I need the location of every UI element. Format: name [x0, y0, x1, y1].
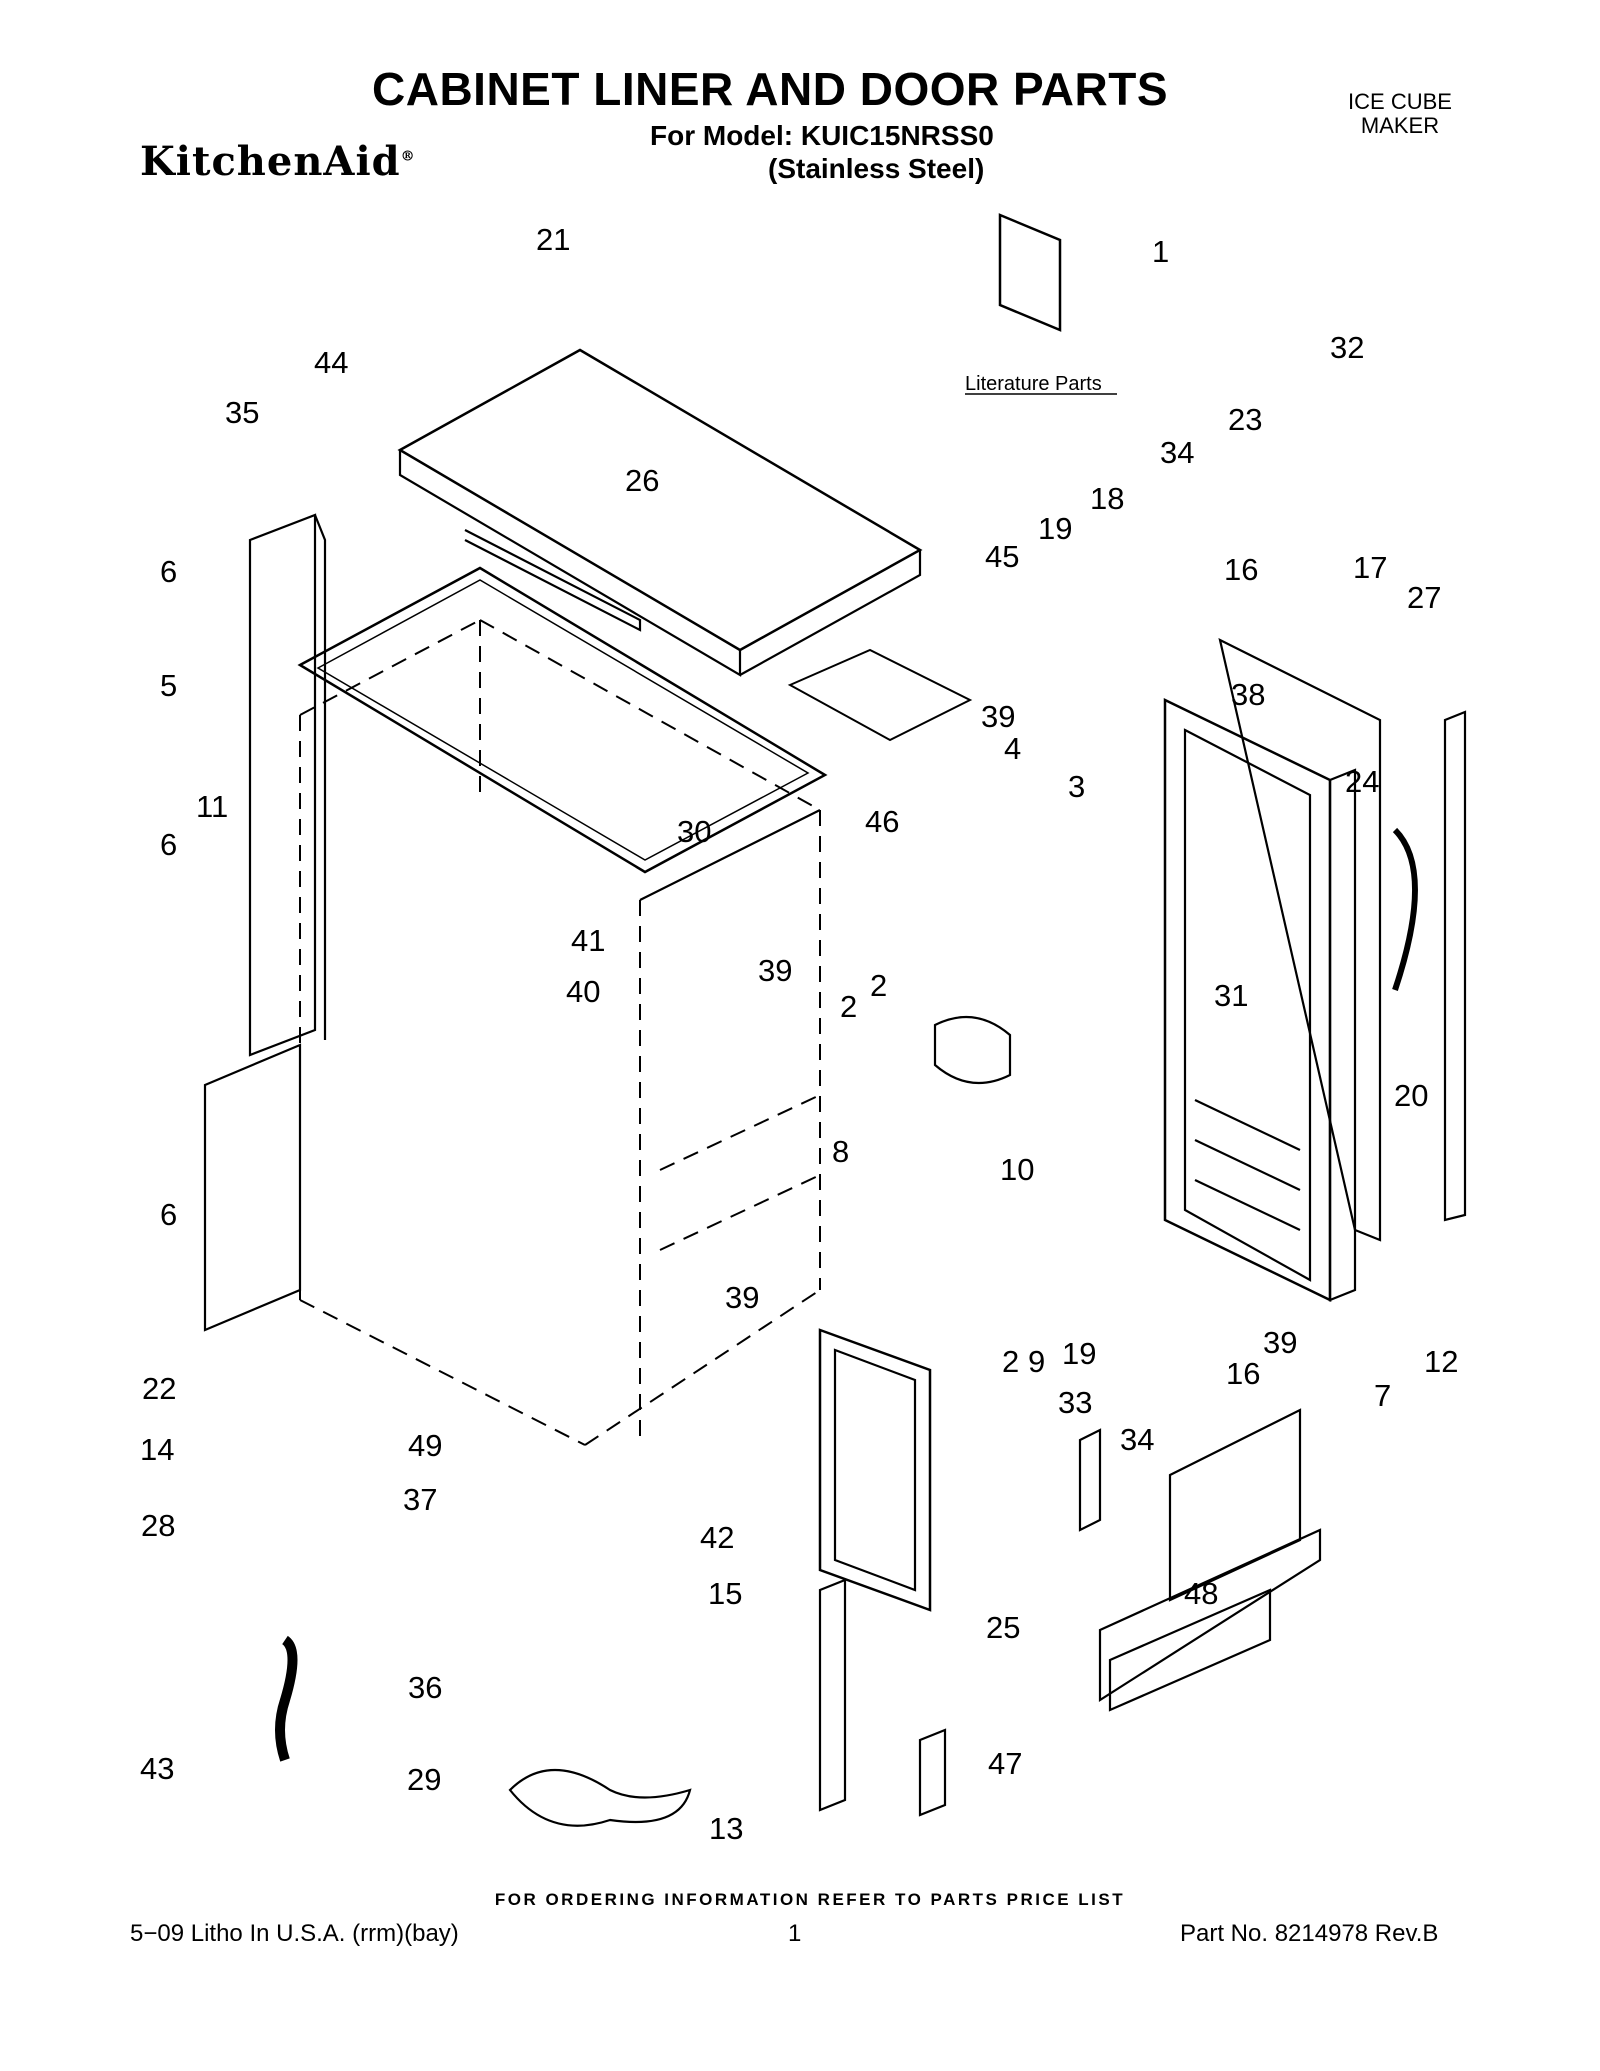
- callout-32: 32: [1330, 330, 1364, 365]
- callout-44: 44: [314, 345, 348, 380]
- door-assembly: [1163, 637, 1467, 1302]
- callout-2: 2: [1002, 1344, 1019, 1379]
- callout-6: 6: [160, 827, 177, 862]
- callout-34: 34: [1120, 1422, 1154, 1457]
- callout-12: 12: [1424, 1344, 1458, 1379]
- callout-38: 38: [1231, 677, 1265, 712]
- callout-33: 33: [1058, 1385, 1092, 1420]
- callout-18: 18: [1090, 481, 1124, 516]
- callout-29: 29: [407, 1762, 441, 1797]
- brand-logo: KitchenAid®: [140, 138, 416, 185]
- callout-24: 24: [1345, 764, 1379, 799]
- model-number: For Model: KUIC15NRSS0: [650, 120, 994, 151]
- category-line-2: MAKER: [1360, 113, 1440, 138]
- bottom-grille: [1098, 1408, 1322, 1712]
- callout-34: 34: [1160, 435, 1194, 470]
- callout-3: 3: [1068, 769, 1085, 804]
- callout-39: 39: [758, 953, 792, 988]
- model-finish: (Stainless Steel): [768, 153, 985, 184]
- callout-39: 39: [981, 699, 1015, 734]
- callout-19: 19: [1062, 1336, 1096, 1371]
- callout-17: 17: [1353, 550, 1387, 585]
- callout-labels: 1222345666789101112131415161617181919202…: [140, 222, 1458, 1846]
- callout-47: 47: [988, 1746, 1022, 1781]
- part-number: Part No. 8214978 Rev.B: [1180, 1920, 1439, 1947]
- callout-35: 35: [225, 395, 259, 430]
- callout-45: 45: [985, 539, 1019, 574]
- callout-5: 5: [160, 668, 177, 703]
- callout-31: 31: [1214, 978, 1248, 1013]
- registered-mark: ®: [400, 148, 416, 165]
- callout-40: 40: [566, 974, 600, 1009]
- callout-16: 16: [1224, 552, 1258, 587]
- callout-27: 27: [1407, 580, 1441, 615]
- callout-49: 49: [408, 1428, 442, 1463]
- callout-6: 6: [160, 1197, 177, 1232]
- callout-42: 42: [700, 1520, 734, 1555]
- page-title: CABINET LINER AND DOOR PARTS: [372, 63, 1168, 115]
- callout-9: 9: [1028, 1344, 1045, 1379]
- callout-20: 20: [1394, 1078, 1428, 1113]
- callout-43: 43: [140, 1751, 174, 1786]
- callout-13: 13: [709, 1811, 743, 1846]
- callout-36: 36: [408, 1670, 442, 1705]
- ordering-note: FOR ORDERING INFORMATION REFER TO PARTS …: [494, 1890, 1126, 1909]
- page-number: 1: [788, 1920, 802, 1947]
- callout-26: 26: [625, 463, 659, 498]
- callout-39: 39: [725, 1280, 759, 1315]
- callout-14: 14: [140, 1432, 174, 1467]
- callout-37: 37: [403, 1482, 437, 1517]
- top-cover: [397, 348, 923, 677]
- callout-6: 6: [160, 554, 177, 589]
- callout-41: 41: [571, 923, 605, 958]
- callout-7: 7: [1374, 1378, 1391, 1413]
- callout-16: 16: [1226, 1356, 1260, 1391]
- literature-parts-booklet: Literature Parts: [965, 213, 1117, 395]
- callout-4: 4: [1004, 731, 1021, 766]
- callout-11: 11: [196, 789, 228, 824]
- callout-25: 25: [986, 1610, 1020, 1645]
- callout-21: 21: [536, 222, 570, 257]
- callout-2: 2: [840, 989, 857, 1024]
- callout-10: 10: [1000, 1152, 1034, 1187]
- callout-23: 23: [1228, 402, 1262, 437]
- callout-1: 1: [1152, 234, 1169, 269]
- litho-info: 5−09 Litho In U.S.A. (rrm)(bay): [130, 1920, 459, 1947]
- callout-39: 39: [1263, 1325, 1297, 1360]
- small-parts: [275, 648, 1102, 1827]
- callout-19: 19: [1038, 511, 1072, 546]
- callout-2: 2: [870, 968, 887, 1003]
- brand-name: KitchenAid: [140, 138, 401, 185]
- callout-15: 15: [708, 1576, 742, 1611]
- callout-8: 8: [832, 1134, 849, 1169]
- callout-46: 46: [865, 804, 899, 839]
- side-panel: [203, 513, 327, 1332]
- literature-label: Literature Parts: [965, 373, 1102, 395]
- cabinet-liner: [297, 566, 828, 1446]
- callout-48: 48: [1184, 1576, 1218, 1611]
- callout-22: 22: [142, 1371, 176, 1406]
- door-gasket: [818, 1328, 932, 1612]
- callout-28: 28: [141, 1508, 175, 1543]
- callout-30: 30: [677, 814, 711, 849]
- product-category: ICE CUBE MAKER: [1320, 90, 1480, 138]
- category-line-1: ICE CUBE: [1348, 89, 1452, 114]
